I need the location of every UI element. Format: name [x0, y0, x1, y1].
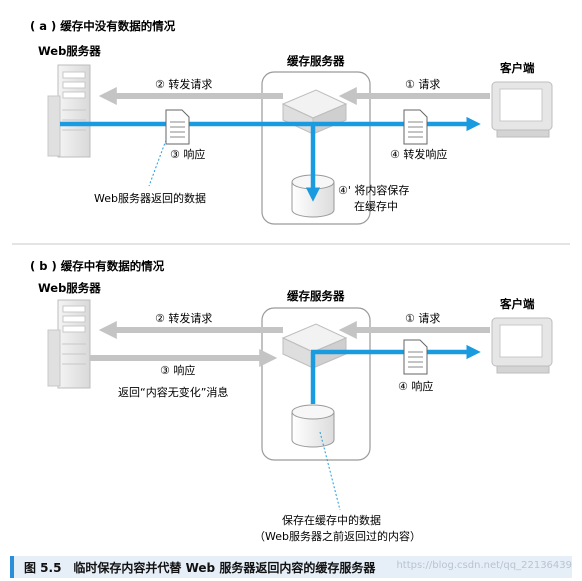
cache-storage-icon: [291, 404, 335, 448]
panel-b-web-server-label: Web服务器: [38, 281, 101, 295]
panel-a-step4b-line2: 在缓存中: [354, 199, 398, 213]
web-server-icon: [47, 64, 91, 158]
client-computer-icon: [491, 317, 553, 374]
panel-b-step4-label: ④ 响应: [398, 379, 433, 393]
web-server-icon: [47, 299, 91, 389]
figure-caption: 图 5.5 临时保存内容并代替 Web 服务器返回内容的缓存服务器: [24, 561, 376, 575]
annotation-leader-b: [319, 431, 341, 511]
cache-server-box: [261, 307, 371, 461]
panel-a-step3-label: ③ 响应: [170, 147, 205, 161]
panel-a-client-label: 客户端: [499, 61, 535, 75]
panel-a-step1-label: ① 请求: [405, 78, 440, 91]
panel-b-title: ( b ) 缓存中有数据的情况: [30, 259, 165, 273]
figure-caption-bar: [10, 556, 572, 578]
panel-b-step3-label: ③ 响应: [160, 363, 195, 377]
panel-a-web-server-label: Web服务器: [38, 44, 101, 58]
cache-server-box: [261, 71, 371, 225]
panel-a-title: ( a ) 缓存中没有数据的情况: [30, 19, 176, 33]
watermark: https://blog.csdn.net/qq_22136439: [396, 560, 572, 571]
panel-a-step2-label: ② 转发请求: [155, 77, 212, 91]
annotation-leader-a: [148, 139, 167, 187]
document-icon: [165, 109, 190, 145]
panel-b-cache-server-label: 缓存服务器: [287, 289, 345, 303]
panel-b-step2-label: ② 转发请求: [155, 311, 212, 325]
panel-b-client-label: 客户端: [499, 297, 535, 311]
panel-a-note: Web服务器返回的数据: [94, 191, 206, 205]
panel-b-step1-label: ① 请求: [405, 312, 440, 325]
panel-b-note: 返回“内容无变化”消息: [118, 385, 228, 399]
panel-a-cache-server-label: 缓存服务器: [287, 54, 345, 68]
panel-b-stored-line2: （Web服务器之前返回过的内容）: [254, 529, 421, 543]
panel-a-step4b-line1: ④' 将内容保存: [338, 183, 409, 197]
panel-b-stored-line1: 保存在缓存中的数据: [282, 513, 381, 527]
document-icon: [403, 339, 428, 375]
client-computer-icon: [491, 81, 553, 138]
panel-a-step4-label: ④ 转发响应: [390, 147, 447, 161]
document-icon: [403, 109, 428, 145]
